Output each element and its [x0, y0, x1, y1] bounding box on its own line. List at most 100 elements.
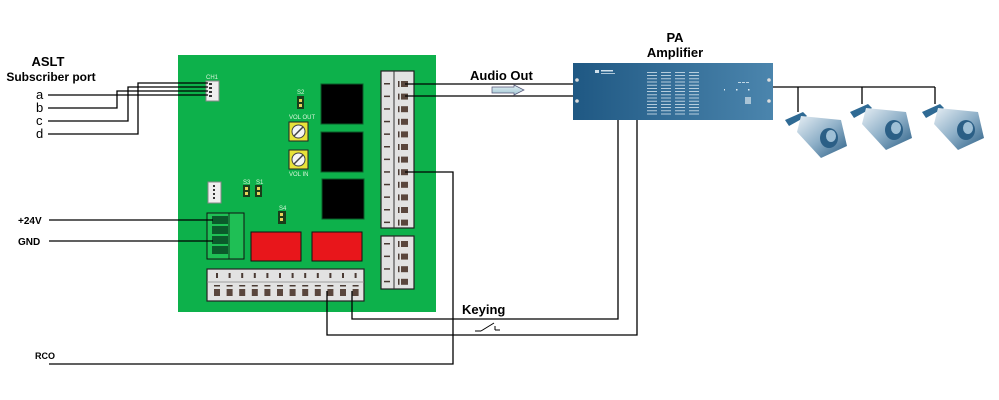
right-terminal-strip[interactable] [380, 70, 415, 229]
terminal-pin [398, 106, 400, 113]
terminal-screw[interactable] [314, 289, 321, 296]
terminal-screw[interactable] [251, 289, 258, 296]
terminal-screw[interactable] [401, 278, 408, 285]
terminal-screw[interactable] [226, 289, 233, 296]
vent-slot [647, 100, 657, 102]
vol-in-potentiometer[interactable] [288, 149, 309, 170]
speaker-driver [963, 122, 973, 134]
terminal-slot [384, 95, 390, 98]
terminal-pin [398, 181, 400, 188]
terminal-screw[interactable] [401, 93, 408, 100]
vent-slot [689, 107, 699, 108]
keying-switch-icon [475, 322, 500, 332]
terminal-pin [398, 93, 400, 100]
vent-slot [647, 88, 657, 89]
vent-slot [647, 91, 657, 92]
terminal-screw[interactable] [277, 289, 283, 296]
terminal-pin [279, 273, 281, 278]
audio-out-label: Audio Out [470, 68, 533, 83]
vent-slot [647, 84, 657, 86]
terminal-slot [384, 280, 390, 283]
vent-slot [661, 88, 671, 89]
amplifier-vents [647, 72, 699, 115]
vent-slot [675, 78, 685, 80]
terminal-screw[interactable] [401, 118, 408, 125]
terminal-pin [398, 169, 400, 176]
pin-a-label: a [36, 87, 44, 102]
terminal-screw[interactable] [214, 289, 220, 296]
terminal-screw[interactable] [264, 289, 271, 296]
terminal-screw[interactable] [340, 289, 346, 296]
vent-slot [689, 104, 699, 105]
terminal-screw[interactable] [239, 289, 246, 296]
right-terminal-strip-small[interactable] [380, 235, 415, 290]
pin-c-label: c [36, 113, 43, 128]
vol-out-potentiometer[interactable] [288, 121, 309, 142]
vent-slot [661, 97, 671, 99]
jumper-s1[interactable] [255, 185, 262, 197]
terminal-pin [398, 81, 400, 87]
terminal-slot [384, 108, 390, 110]
rco-label: RCO [35, 351, 55, 361]
terminal-pin [398, 131, 400, 138]
terminal-pin [398, 253, 400, 260]
vent-slot [661, 91, 671, 92]
terminal-screw[interactable] [302, 289, 309, 296]
terminal-screw[interactable] [401, 194, 408, 201]
pin-b-label: b [36, 100, 43, 115]
aux-connector[interactable] [207, 181, 222, 204]
terminal-pin [266, 273, 269, 278]
terminal-screw[interactable] [289, 289, 296, 296]
terminal-pin [398, 241, 400, 247]
module-block-1 [320, 83, 364, 125]
terminal-screw[interactable] [352, 289, 359, 296]
terminal-screw[interactable] [401, 181, 408, 188]
vent-slot [689, 78, 699, 80]
terminal-screw[interactable] [401, 81, 408, 87]
horn-speaker-2 [850, 104, 912, 150]
jumper-s2[interactable] [297, 96, 304, 109]
terminal-slot [327, 285, 334, 287]
terminal-pin [228, 273, 231, 278]
terminal-slot [302, 285, 309, 287]
vol-in-label: VOL IN [289, 172, 308, 178]
vent-slot [647, 75, 657, 76]
terminal-slot [352, 285, 359, 287]
bottom-terminal-strip[interactable] [206, 268, 365, 302]
terminal-screw[interactable] [401, 207, 408, 213]
vent-slot [675, 72, 685, 73]
terminal-screw[interactable] [401, 219, 408, 226]
arrow-right-icon [491, 84, 525, 96]
amplifier-power-switch[interactable] [745, 97, 751, 104]
terminal-screw[interactable] [401, 241, 408, 247]
terminal-slot [384, 209, 390, 211]
terminal-slot [289, 285, 296, 287]
terminal-slot [384, 183, 390, 186]
terminal-pin [398, 194, 400, 201]
vent-slot [689, 72, 699, 73]
terminal-screw[interactable] [327, 289, 334, 296]
module-block-3 [321, 178, 365, 220]
wire-rco [49, 171, 454, 365]
vent-slot [675, 97, 685, 99]
terminal-pin [316, 273, 319, 278]
terminal-screw[interactable] [401, 144, 408, 150]
power-terminal[interactable] [206, 212, 245, 260]
vent-slot [675, 110, 685, 112]
terminal-screw[interactable] [401, 156, 408, 163]
pa-amplifier[interactable] [573, 63, 773, 120]
vent-slot [647, 113, 657, 115]
jumper-s4[interactable] [278, 211, 286, 224]
gnd-label: GND [18, 237, 40, 248]
terminal-screw[interactable] [401, 131, 408, 138]
jumper-s3[interactable] [243, 185, 250, 197]
subscriber-port-title: Subscriber port [6, 70, 95, 84]
terminal-screw[interactable] [401, 169, 408, 176]
vent-slot [661, 100, 671, 102]
terminal-screw[interactable] [401, 266, 408, 273]
vent-slot [661, 72, 671, 73]
vent-slot [661, 107, 671, 108]
speaker-driver [826, 130, 836, 142]
terminal-screw[interactable] [401, 106, 408, 113]
terminal-screw[interactable] [401, 253, 408, 260]
